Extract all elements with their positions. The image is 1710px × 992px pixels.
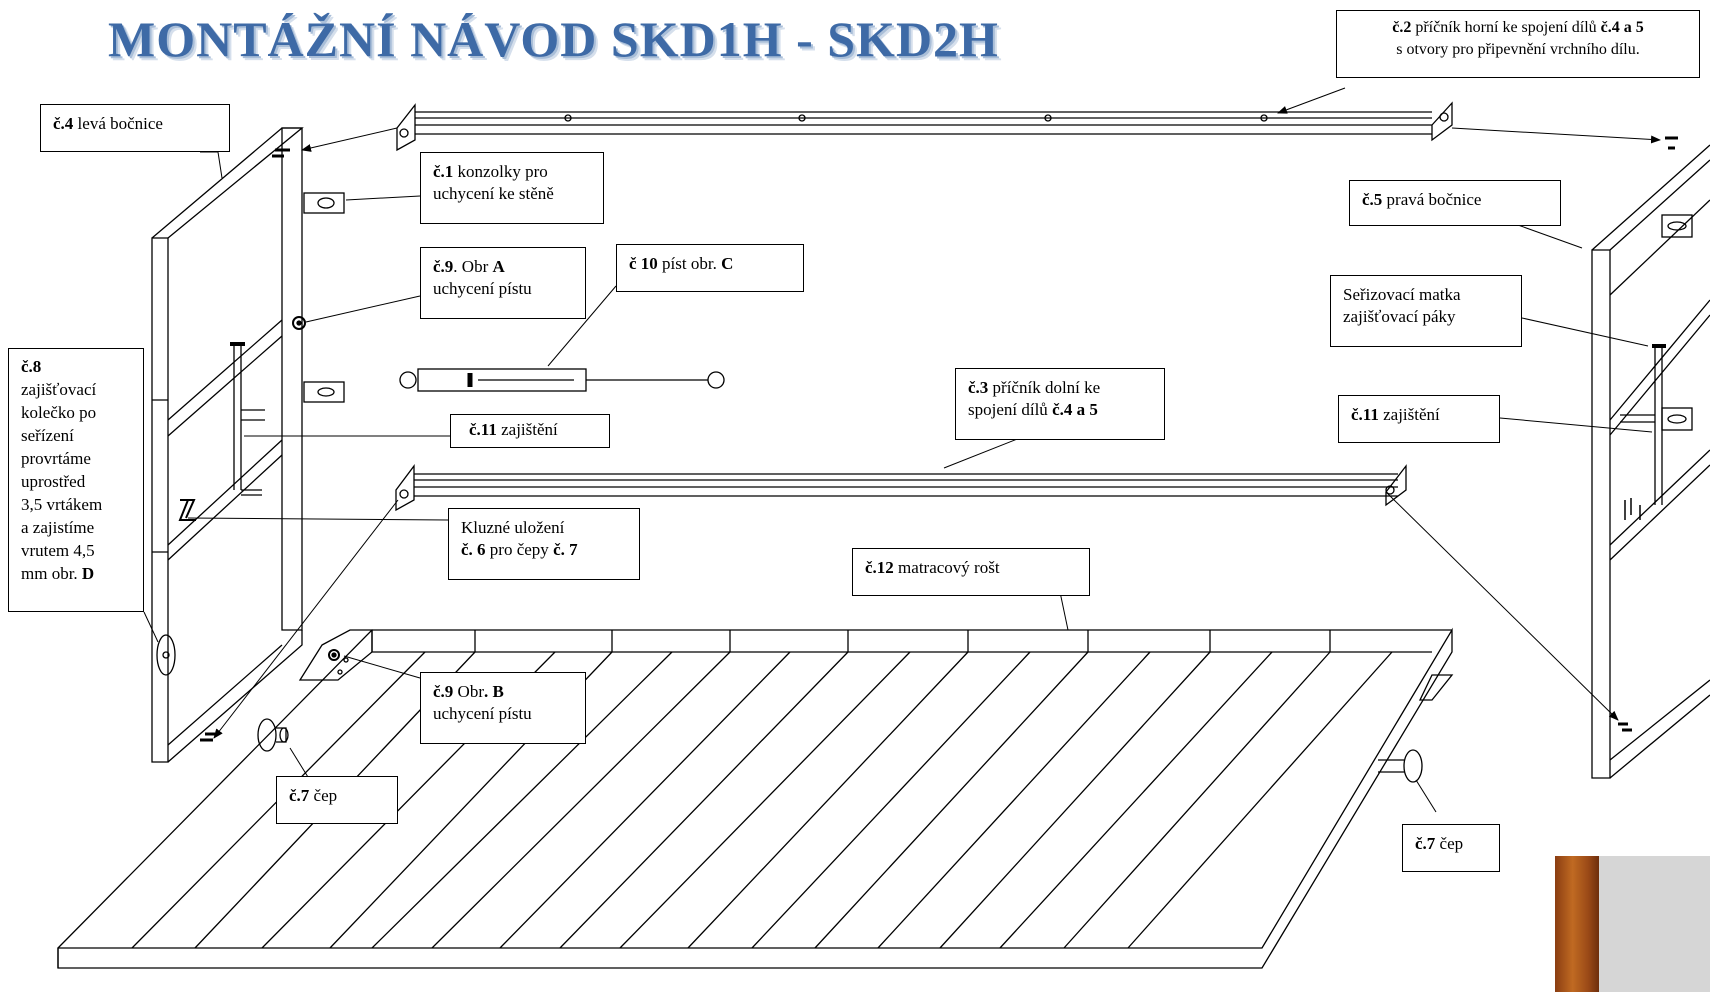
slide-text: pro čepy [485, 540, 554, 559]
wheel-line-7: a zajistíme [21, 518, 95, 537]
part-label: zajištění [496, 420, 558, 439]
part-label: matracový rošt [893, 558, 1000, 577]
nut-label-line1: Seřizovací matka [1343, 285, 1461, 304]
part-number: č.9 [433, 682, 454, 701]
wall-surface [1599, 856, 1710, 992]
part-label: příčník dolní ke [988, 378, 1101, 397]
part-label: čep [309, 786, 338, 805]
callout-top-crossbar: č.2 příčník horní ke spojení dílů č.4 a … [1336, 10, 1700, 78]
part-label: zajištění [1378, 405, 1440, 424]
mattress-frame [57, 627, 1454, 969]
callout-lock-left: č.11 zajištění [450, 414, 610, 448]
callout-sliding-bearing: Kluzné uložení č. 6 pro čepy č. 7 [448, 508, 640, 580]
part-refs: č.4 a 5 [1052, 400, 1098, 419]
part-label-line2: uchycení pístu [433, 279, 532, 298]
part-refs: č.4 a 5 [1600, 19, 1644, 36]
part-number: č. 6 [461, 540, 486, 559]
part-number: č.8 [21, 357, 42, 376]
callout-adjusting-nut: Seřizovací matka zajišťovací páky [1330, 275, 1522, 347]
part-label: píst obr. [657, 254, 722, 273]
callout-piston-mount-a: č.9. Obr A uchycení pístu [420, 247, 586, 319]
part-number: č.4 [53, 114, 74, 133]
figure-ref: . B [484, 682, 504, 701]
wheel-line-6: 3,5 vrtákem [21, 495, 103, 514]
part-label-line2: uchycení pístu [433, 704, 532, 723]
part-number: č.9 [433, 257, 454, 276]
part-number: č.3 [968, 378, 989, 397]
part-number: č.11 [1351, 405, 1379, 424]
part-label: konzolky pro [453, 162, 548, 181]
figure-ref: D [81, 564, 95, 583]
part-label: pravá bočnice [1382, 190, 1482, 209]
wheel-line-3: seřízení [21, 426, 74, 445]
wheel-line-9: mm obr. [21, 564, 82, 583]
callout-wall-brackets: č.1 konzolky pro uchycení ke stěně [420, 152, 604, 224]
bed-photo-thumbnail [1555, 856, 1710, 992]
part-label: . Obr [453, 257, 493, 276]
part-label: příčník horní ke spojení dílů [1411, 19, 1601, 36]
callout-mattress-frame: č.12 matracový rošt [852, 548, 1090, 596]
callout-piston: č 10 píst obr. C [616, 244, 804, 292]
wheel-line-4: provrtáme [21, 449, 91, 468]
part-number: č.2 [1392, 19, 1412, 36]
nut-label-line2: zajišťovací páky [1343, 307, 1456, 326]
part-number: č.5 [1362, 190, 1383, 209]
wheel-line-5: uprostřed [21, 472, 86, 491]
bottom-crossbar [395, 464, 1407, 512]
part-label: čep [1435, 834, 1464, 853]
part-number: č.11 [469, 420, 497, 439]
part-label: Obr [453, 682, 484, 701]
part-number: č.12 [865, 558, 894, 577]
page-title: MONTÁŽNÍ NÁVOD SKD1H - SKD2H [108, 11, 999, 67]
top-crossbar [396, 101, 1453, 152]
wheel-line-1: zajišťovací [21, 380, 97, 399]
callout-lock-right: č.11 zajištění [1338, 395, 1500, 443]
callout-pin-right: č.7 čep [1402, 824, 1500, 872]
part-number: č.7 [1415, 834, 1436, 853]
wood-edge [1555, 856, 1599, 992]
left-side-panel [151, 127, 345, 763]
part-number: č 10 [629, 254, 658, 273]
callout-bottom-crossbar: č.3 příčník dolní ke spojení dílů č.4 a … [955, 368, 1165, 440]
right-side-panel [1591, 136, 1710, 779]
callout-right-side-panel: č.5 pravá bočnice [1349, 180, 1561, 226]
pin-number: č. 7 [553, 540, 578, 559]
pins [257, 718, 1423, 783]
callout-lock-wheel: č.8 zajišťovací kolečko po seřízení prov… [8, 348, 144, 612]
gas-piston [399, 368, 725, 392]
part-number: č.7 [289, 786, 310, 805]
wheel-line-2: kolečko po [21, 403, 97, 422]
wheel-line-8: vrutem 4,5 [21, 541, 95, 560]
part-number: č.1 [433, 162, 454, 181]
figure-ref: A [492, 257, 505, 276]
part-label-line2: uchycení ke stěně [433, 184, 554, 203]
callout-piston-mount-b: č.9 Obr. B uchycení pístu [420, 672, 586, 744]
callout-pointers [143, 87, 1653, 813]
figure-ref: C [721, 254, 734, 273]
part-label: levá bočnice [73, 114, 163, 133]
slide-line1: Kluzné uložení [461, 518, 565, 537]
callout-pin-left: č.7 čep [276, 776, 398, 824]
part-label-line2: s otvory pro připevnění vrchního dílu. [1396, 41, 1640, 58]
assembly-arrows [213, 127, 1661, 739]
callout-left-side-panel: č.4 levá bočnice [40, 104, 230, 152]
part-label-line2: spojení dílů [968, 400, 1053, 419]
